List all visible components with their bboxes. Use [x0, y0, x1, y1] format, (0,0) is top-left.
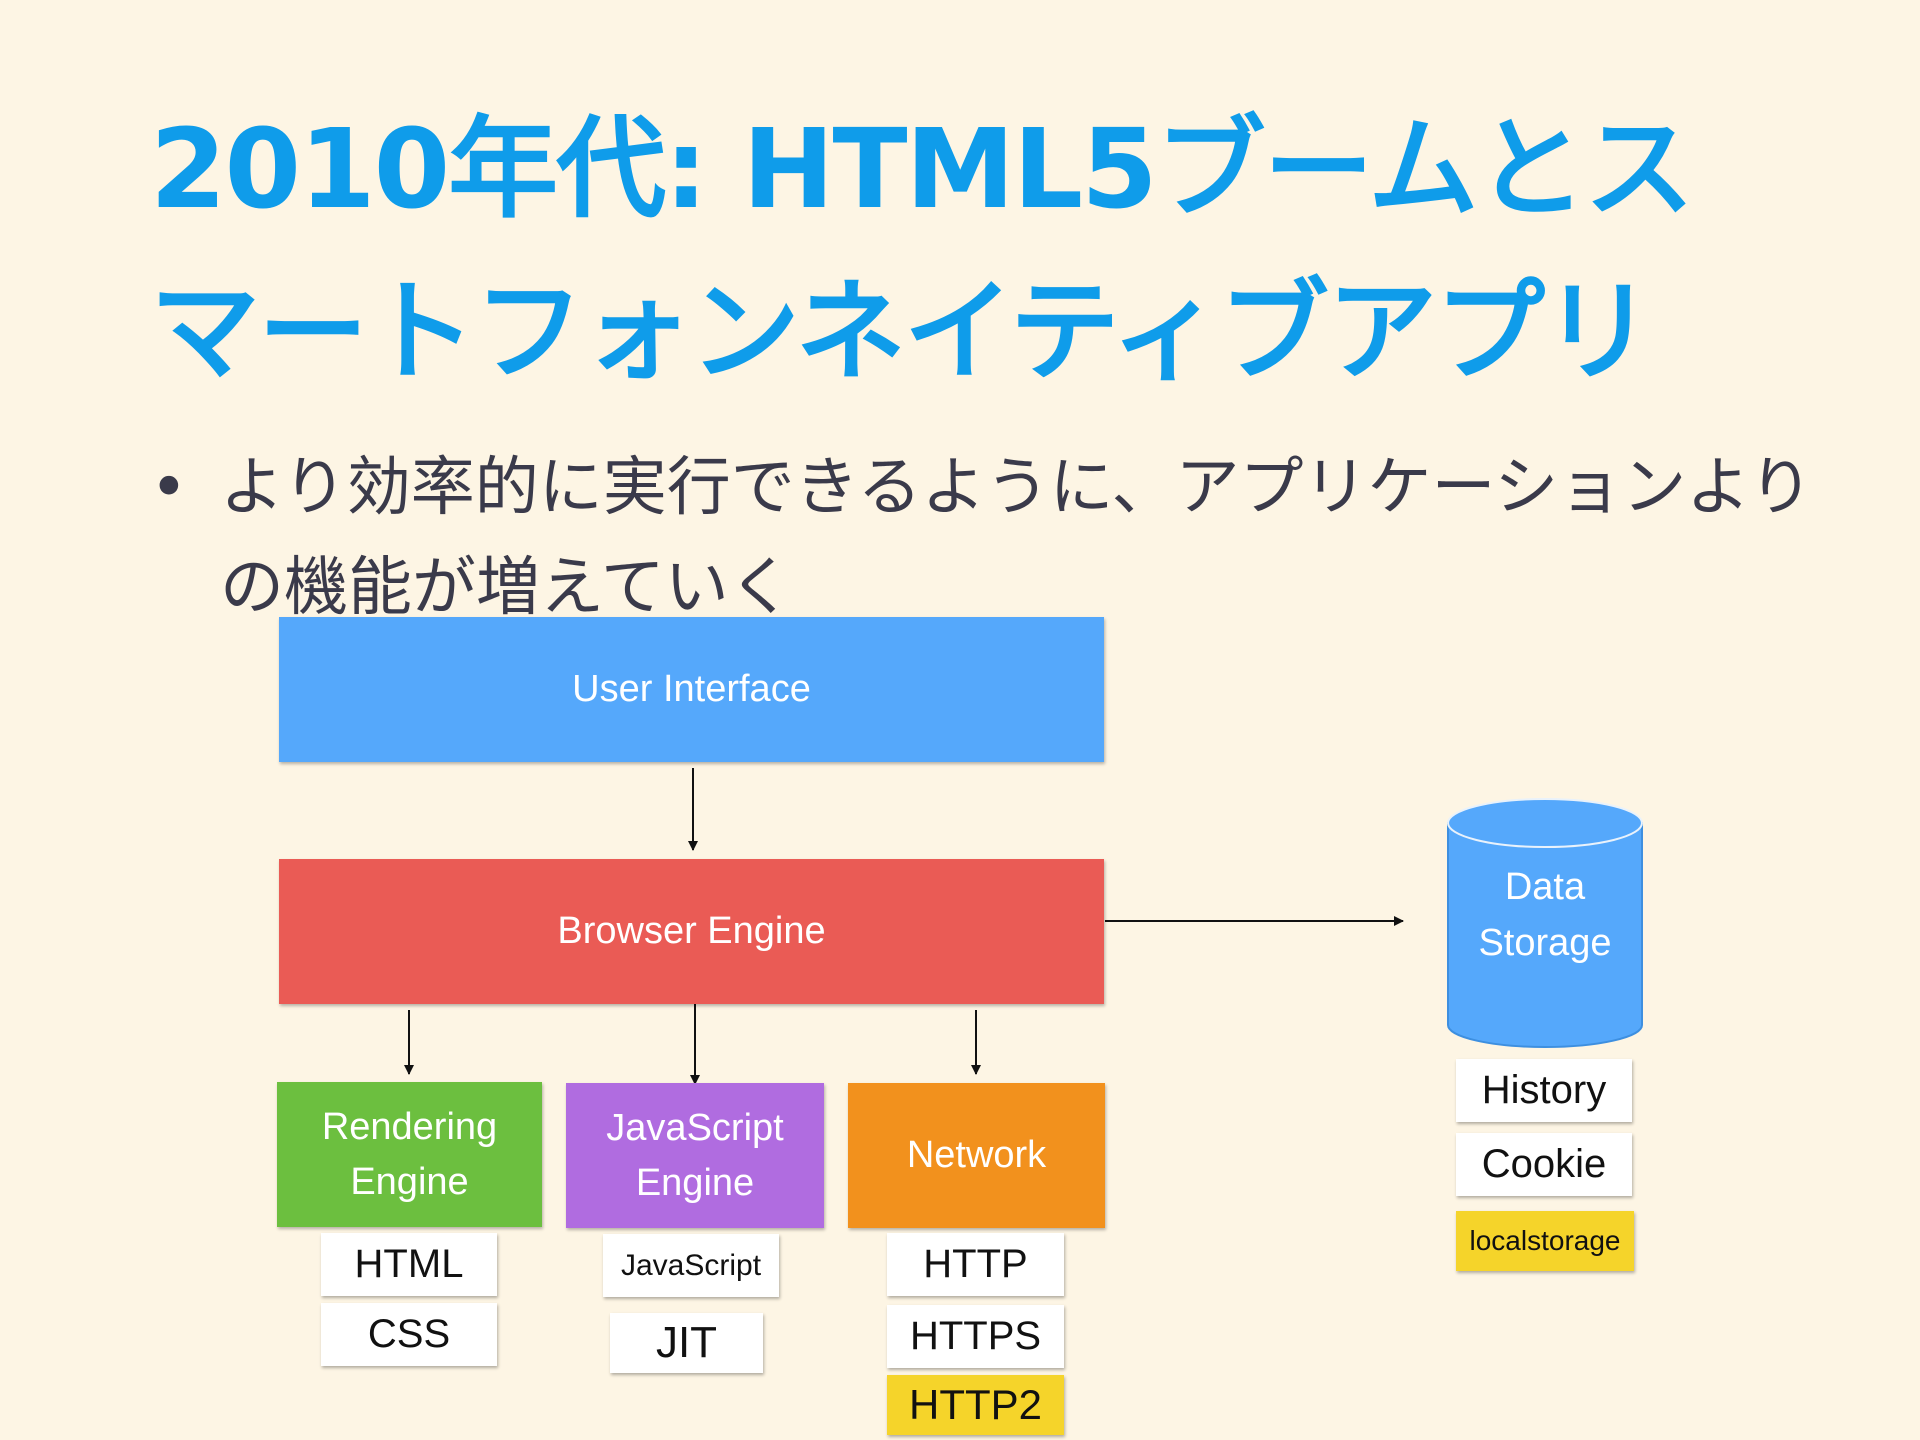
network-item-http2: HTTP2: [887, 1375, 1064, 1435]
data-storage-label: Data Storage: [1448, 855, 1642, 975]
network-item-https: HTTPS: [887, 1305, 1064, 1368]
browser-engine-label: Browser Engine: [557, 910, 826, 952]
javascript-engine-box: JavaScript Engine: [566, 1083, 824, 1228]
javascript-engine-label-line-2: Engine: [635, 1161, 755, 1204]
user-interface-box: User Interface: [279, 617, 1104, 762]
storage-item-history: History: [1456, 1059, 1632, 1122]
javascript-engine-label-line-1: JavaScript: [606, 1106, 784, 1149]
js-item-jit: JIT: [610, 1313, 763, 1373]
data-storage-cylinder-top: [1447, 798, 1643, 848]
storage-item-localstorage: localstorage: [1456, 1211, 1634, 1271]
bullet-text: より効率的に実行できるように、アプリケーションよりの機能が増えていく: [220, 451, 1813, 625]
rendering-engine-box: Rendering Engine: [277, 1082, 542, 1227]
rendering-item-css: CSS: [321, 1303, 497, 1366]
slide-title-line-1: 2010年代: HTML5ブームとス: [150, 105, 1694, 233]
rendering-engine-label-line-1: Rendering: [321, 1105, 498, 1148]
network-box: Network: [848, 1083, 1105, 1228]
browser-engine-box: Browser Engine: [279, 859, 1104, 1004]
slide-title-line-2: マートフォンネイティブアプリ: [150, 268, 1653, 396]
data-storage-label-line-2: Storage: [1478, 922, 1612, 964]
js-item-javascript: JavaScript: [603, 1234, 779, 1297]
slide-title: 2010年代: HTML5ブームとス マートフォンネイティブアプリ: [150, 88, 1850, 414]
network-item-http: HTTP: [887, 1233, 1064, 1296]
storage-item-cookie: Cookie: [1456, 1133, 1632, 1196]
rendering-engine-label-line-2: Engine: [350, 1160, 469, 1203]
rendering-item-html: HTML: [321, 1233, 497, 1296]
data-storage-label-line-1: Data: [1504, 866, 1586, 908]
network-label: Network: [906, 1134, 1047, 1176]
user-interface-label: User Interface: [572, 668, 811, 710]
data-storage-cylinder-body: [1447, 822, 1643, 1048]
bullet-dot: •: [150, 451, 188, 525]
